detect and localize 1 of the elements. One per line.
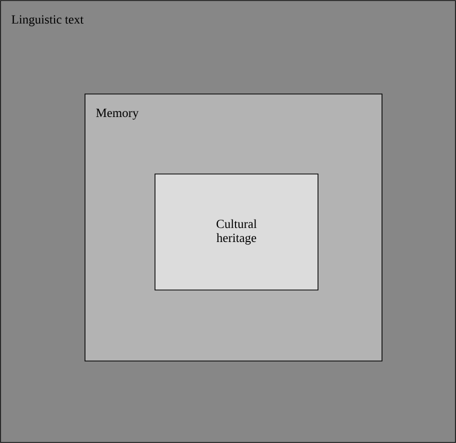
box: Cultural heritage	[154, 174, 318, 290]
